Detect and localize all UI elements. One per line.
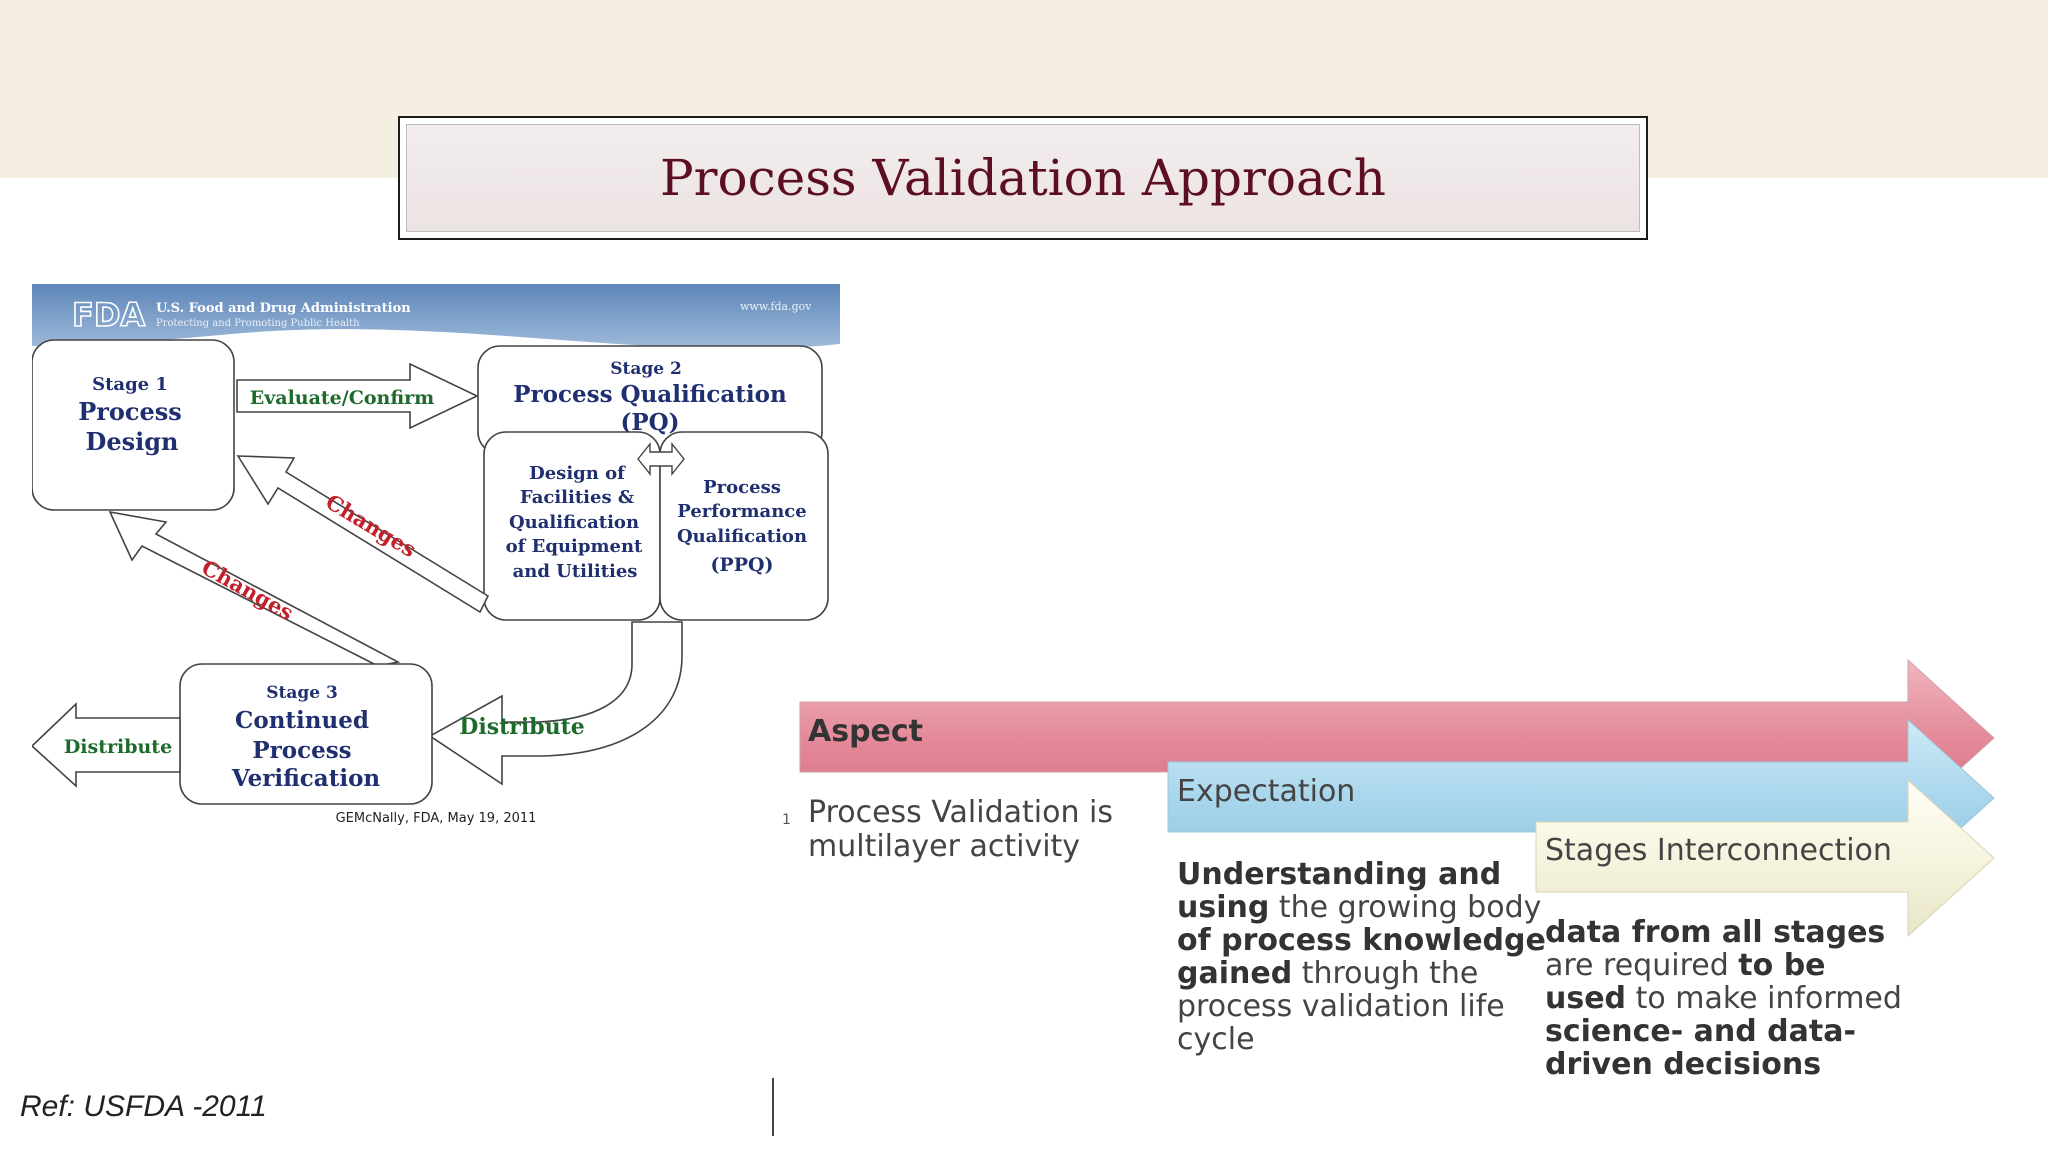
fda-logo-icon: FDA [71,295,146,335]
aspect-body: Process Validation is multilayer activit… [808,795,1113,864]
fda-header-band [32,284,840,349]
fda-website: www.fda.gov [740,300,812,313]
changes-label-lower: Changes [198,555,298,626]
expectation-text-2: through the process validation life cycl… [1177,956,1505,1057]
aspect-label: Aspect [808,714,924,749]
title-inner: Process Validation Approach [406,124,1640,232]
evaluate-label: Evaluate/Confirm [250,387,435,409]
stage2b-l1: Process [703,477,781,498]
changes-label-upper: Changes [321,489,420,562]
svg-text:FDA: FDA [72,296,145,334]
stage2-stage: Stage 2 [610,359,682,379]
stage1-line2: Design [86,427,179,456]
stages-body: data from all stages are required to be … [1545,916,1915,1081]
stage3-line1: Continued [235,707,369,734]
stage2a-l1: Design of [529,463,626,484]
stage3-line3: Verification [231,765,381,792]
stage2b-box [659,431,829,621]
stage2b-l3: Qualification [677,526,807,547]
distribute-label-left: Distribute [64,736,172,758]
expectation-bold-2: of process knowledge gained [1177,923,1546,991]
stage1-stage: Stage 1 [92,374,168,395]
reference-note: Ref: USFDA -2011 [20,1090,267,1123]
title-box: Process Validation Approach [398,116,1648,240]
stage2a-l4: of Equipment [506,536,643,557]
stage2a-l3: Qualification [509,512,639,533]
fda-agency: U.S. Food and Drug Administration [156,301,411,316]
stage2b-l2: Performance [677,501,806,522]
stage3-line2: Process [252,737,351,764]
stage2a-l5: and Utilities [513,561,638,582]
fda-credit: GEMcNally, FDA, May 19, 2011 [336,811,537,826]
stages-bold-2: to be used [1545,948,1826,1016]
stages-bold-3: science- and data-driven decisions [1545,1014,1856,1082]
double-arrow-icon [637,442,685,476]
expectation-body: Understanding and using the growing body… [1177,858,1547,1056]
changes-arrow-upper: Changes [236,455,490,614]
stage2b-l4: (PPQ) [710,554,773,576]
fda-tagline: Protecting and Promoting Public Health [156,318,360,329]
curved-distribute-arrow [428,621,683,786]
fda-diagram: FDA U.S. Food and Drug Administration Pr… [32,284,840,832]
aspect-arrows: Aspect Expectation Stages Interconnectio… [782,650,2000,1100]
distribute-left-arrow [32,702,181,788]
distribute-label-curved: Distribute [459,714,584,740]
expectation-label: Expectation [1177,774,1356,809]
stages-bold-1: data from all stages [1545,915,1886,950]
slide-title: Process Validation Approach [659,149,1386,207]
expectation-text-1: the growing body [1269,890,1542,925]
stage2a-l2: Facilities & [520,487,634,508]
stages-text-1: are required [1545,948,1739,983]
stages-label: Stages Interconnection [1545,833,1892,868]
stage2-line1: Process Qualification [513,381,787,408]
expectation-bold-1: Understanding and using [1177,857,1502,925]
evaluate-arrow [236,362,479,430]
stage1-line1: Process [78,397,182,426]
stages-text-2: to make informed [1626,981,1902,1016]
divider-line [772,1078,774,1136]
aspect-number: 1 [782,812,791,828]
stage1-box [32,339,235,511]
stages-arrow-shape [1535,778,1995,938]
stage3-stage: Stage 3 [266,683,338,703]
